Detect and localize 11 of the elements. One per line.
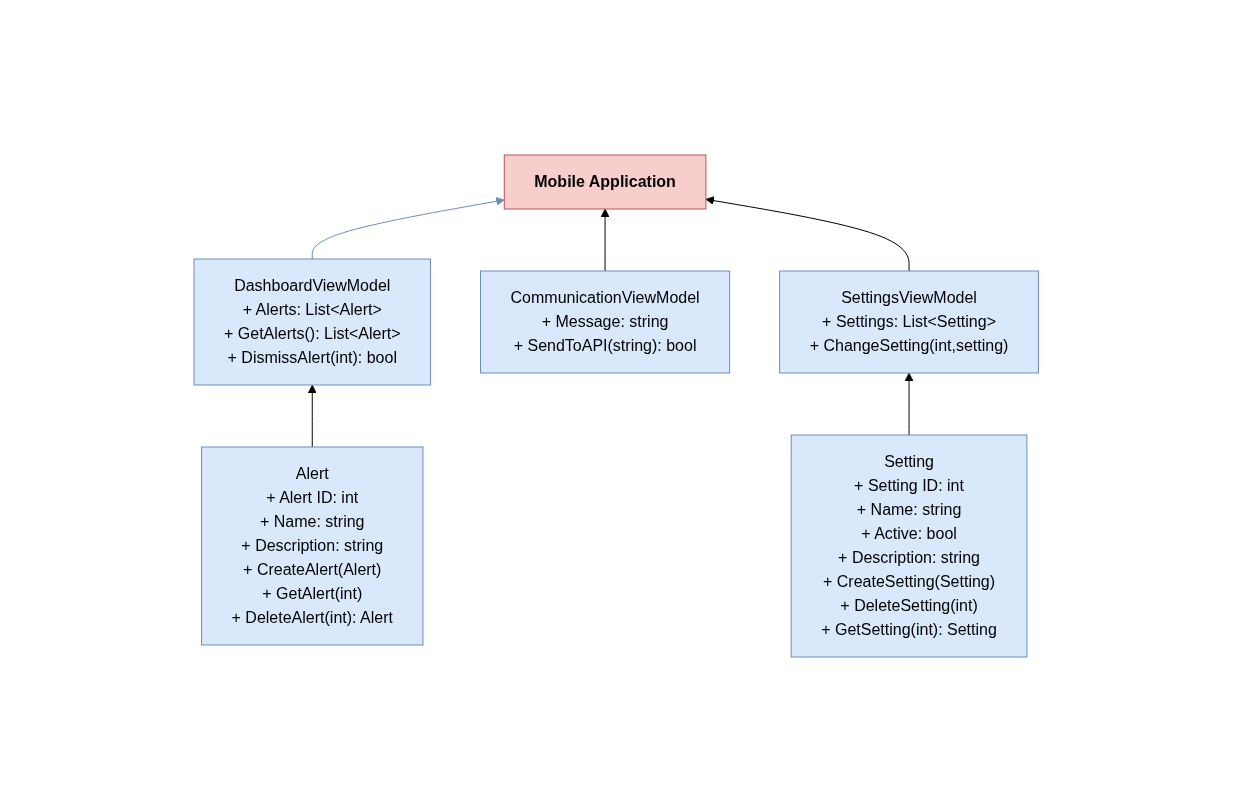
node-box: Alert + Alert ID: int + Name: string + Description: string + CreateAlert(Alert) + GetAlert(int) + DeleteAlert(int): Alert — [201, 446, 424, 646]
arrow — [705, 196, 910, 272]
node-box: DashboardViewModel + Alerts: List<Alert> + GetAlerts(): List<Alert> + DismissAlert(int): bool — [193, 258, 432, 386]
arrow — [312, 196, 505, 260]
node-box: CommunicationViewModel + Message: string + SendToAPI(string): bool — [480, 270, 731, 374]
node-box: Setting + Setting ID: int + Name: string + Active: bool + Description: string + CreateSetting(Setting) + DeleteSetting(int) + GetSetting(int): Setting — [791, 434, 1028, 658]
arrow — [308, 384, 317, 448]
arrow — [904, 372, 914, 436]
node-box: Mobile Application — [504, 154, 707, 210]
node-box: SettingsViewModel + Settings: List<Setting> + ChangeSetting(int,setting) — [779, 270, 1040, 374]
arrow — [600, 208, 610, 272]
